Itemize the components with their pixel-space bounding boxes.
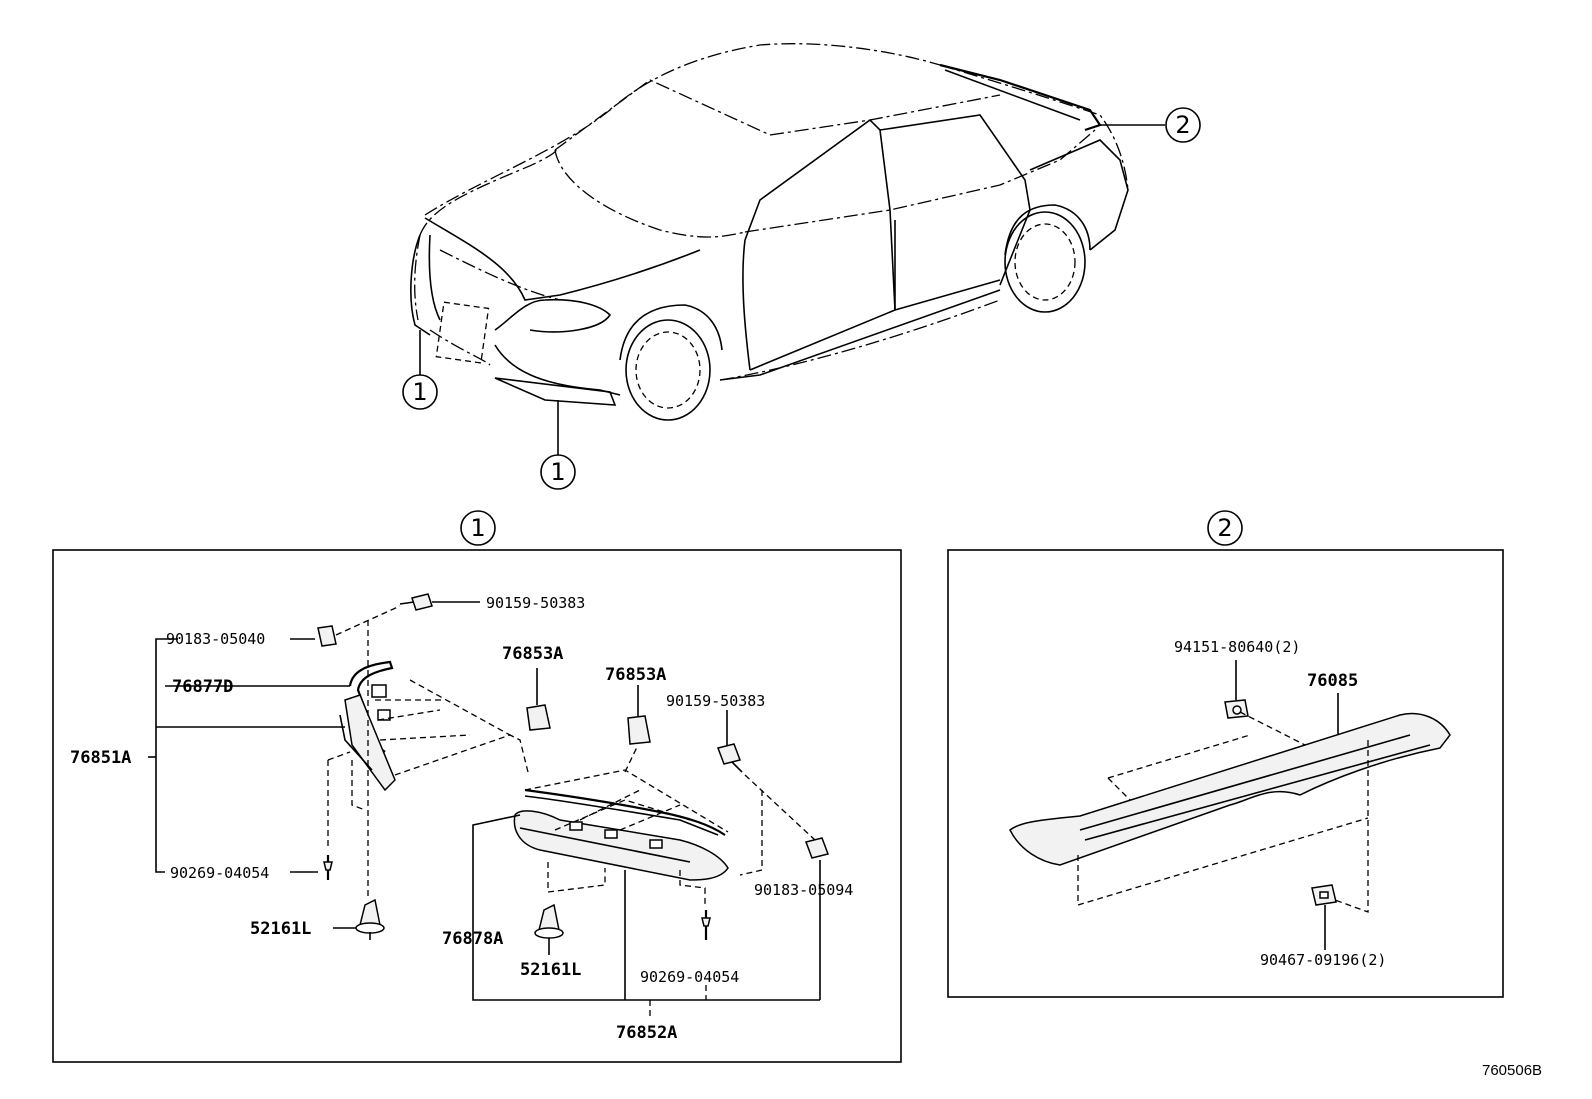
- car-illustration: [410, 43, 1129, 421]
- label-nut-right: 90183-05094: [754, 881, 853, 899]
- label-clip-p2: 90467-09196(2): [1260, 951, 1386, 969]
- rivet-right-part: [701, 910, 711, 940]
- clip-a1-part: [526, 668, 551, 731]
- label-screw-top: 90159-50383: [486, 594, 585, 612]
- drawing-code: 760506B: [1482, 1062, 1542, 1079]
- svg-text:1: 1: [550, 458, 565, 486]
- svg-text:1: 1: [412, 378, 427, 406]
- label-assy-right: 76852A: [616, 1023, 677, 1043]
- label-seal-left: 76877D: [172, 677, 233, 697]
- screw-top-part: [399, 593, 433, 611]
- label-nut-left: 90183-05040: [166, 630, 265, 648]
- assy-right-part: [513, 810, 729, 881]
- callout-1-car-left: 1: [402, 374, 438, 410]
- seal-right-part: [524, 788, 726, 836]
- label-screw-right: 90159-50383: [666, 692, 765, 710]
- panel-2-frame: [947, 549, 1504, 998]
- bracket-76851A: [155, 638, 178, 873]
- seal-left-part: [348, 660, 394, 753]
- clip-mid-part: [534, 903, 564, 955]
- callout-1-panel-header: 1: [460, 510, 496, 546]
- clip-left-part: [355, 898, 385, 940]
- nut-p2-part: [1224, 699, 1249, 719]
- screw-right-part: [717, 710, 743, 773]
- label-rivet-left: 90269-04054: [170, 864, 269, 882]
- label-nut-p2: 94151-80640(2): [1174, 638, 1300, 656]
- panel-1-frame: [52, 549, 902, 1063]
- callout-2-panel-header: 2: [1207, 510, 1243, 546]
- spoiler-part: [1009, 712, 1451, 866]
- rivet-left-part: [323, 855, 333, 880]
- callout-2-car: 2: [1165, 107, 1201, 143]
- nut-right-part: [805, 837, 829, 859]
- label-rivet-right: 90269-04054: [640, 968, 739, 986]
- label-assy-left: 76851A: [70, 748, 131, 768]
- label-clip-a2: 76853A: [605, 665, 666, 685]
- nut-left-part: [317, 625, 337, 647]
- label-clip-left: 52161L: [250, 919, 311, 939]
- label-spoiler: 76085: [1307, 671, 1358, 691]
- clip-p2-part: [1311, 884, 1337, 906]
- clip-a2-part: [627, 685, 651, 745]
- svg-text:2: 2: [1175, 111, 1190, 139]
- bracket-76852A: [472, 814, 820, 1001]
- label-clip-mid: 52161L: [520, 960, 581, 980]
- svg-text:2: 2: [1217, 514, 1232, 542]
- label-clip-a1: 76853A: [502, 644, 563, 664]
- assy-left-part: [344, 694, 396, 792]
- svg-text:1: 1: [470, 514, 485, 542]
- callout-1-car-bottom: 1: [540, 454, 576, 490]
